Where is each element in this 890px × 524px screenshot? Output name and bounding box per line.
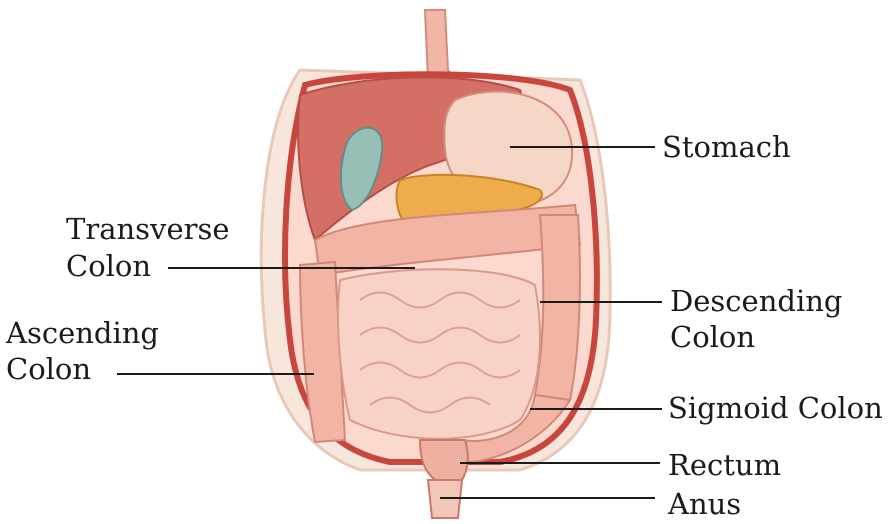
anus-leader-line — [440, 497, 655, 499]
ascending-colon-label-line1: Ascending — [6, 316, 159, 350]
anal-canal — [428, 480, 462, 518]
ascending-colon-label-line2: Colon — [6, 352, 91, 386]
stomach-leader-line — [510, 146, 655, 148]
ascending-colon-leader-line — [117, 373, 314, 375]
sigmoid-colon-leader-line — [530, 408, 662, 410]
rectum-label: Rectum — [668, 448, 781, 482]
transverse-colon-label-line1: Transverse — [66, 212, 230, 246]
rectum-leader-line — [460, 462, 660, 464]
descending-colon-label-line1: Descending — [670, 284, 842, 318]
sigmoid-colon-label: Sigmoid Colon — [668, 391, 883, 425]
stomach-label: Stomach — [662, 130, 791, 164]
anus-label: Anus — [668, 487, 741, 521]
transverse-colon-leader-line — [168, 267, 415, 269]
descending-colon-label-line2: Colon — [670, 320, 755, 354]
rectum — [420, 440, 468, 480]
transverse-colon-label-line2: Colon — [66, 249, 151, 283]
descending-colon-leader-line — [540, 301, 662, 303]
